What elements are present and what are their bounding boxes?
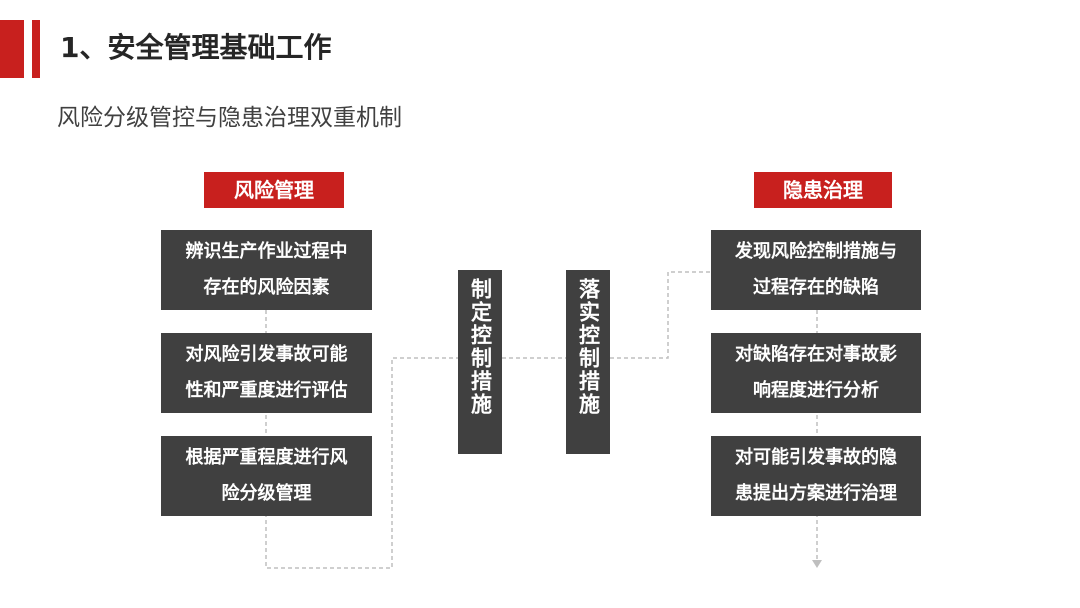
risk-step-assess-line2: 性和严重度进行评估 [185, 380, 348, 401]
arrow-head-icon [812, 560, 822, 568]
risk-step-grade: 根据严重程度进行风 险分级管理 [161, 436, 372, 516]
hazard-step-discover-line2: 过程存在的缺陷 [753, 277, 879, 298]
risk-management-header: 风险管理 [204, 172, 344, 208]
hazard-step-discover: 发现风险控制措施与 过程存在的缺陷 [711, 230, 921, 310]
hazard-step-analyze-line1: 对缺陷存在对事故影 [735, 344, 897, 365]
risk-step-identify-line1: 辨识生产作业过程中 [185, 241, 348, 262]
hazard-step-remediate-line1: 对可能引发事故的隐 [735, 447, 897, 468]
hazard-step-analyze-line2: 响程度进行分析 [753, 380, 879, 401]
risk-step-grade-line2: 险分级管理 [221, 483, 312, 504]
title-accent-bar [0, 20, 24, 78]
risk-step-assess: 对风险引发事故可能 性和严重度进行评估 [161, 333, 372, 413]
formulate-measures-box: 制定控制措施 [458, 270, 502, 454]
risk-step-identify: 辨识生产作业过程中 存在的风险因素 [161, 230, 372, 310]
hazard-step-discover-line1: 发现风险控制措施与 [735, 241, 897, 262]
hazard-step-remediate-line2: 患提出方案进行治理 [735, 483, 897, 504]
risk-step-identify-line2: 存在的风险因素 [203, 277, 330, 298]
risk-step-assess-line1: 对风险引发事故可能 [185, 344, 348, 365]
implement-measures-box: 落实控制措施 [566, 270, 610, 454]
hazard-step-remediate: 对可能引发事故的隐 患提出方案进行治理 [711, 436, 921, 516]
risk-step-grade-line1: 根据严重程度进行风 [185, 447, 348, 468]
title-accent-bar-thin [32, 20, 40, 78]
hazard-management-header: 隐患治理 [754, 172, 892, 208]
page-subtitle: 风险分级管控与隐患治理双重机制 [57, 105, 402, 131]
connector-hazard-column [610, 271, 712, 359]
hazard-step-analyze: 对缺陷存在对事故影 响程度进行分析 [711, 333, 921, 413]
page-title: 1、安全管理基础工作 [60, 31, 332, 64]
